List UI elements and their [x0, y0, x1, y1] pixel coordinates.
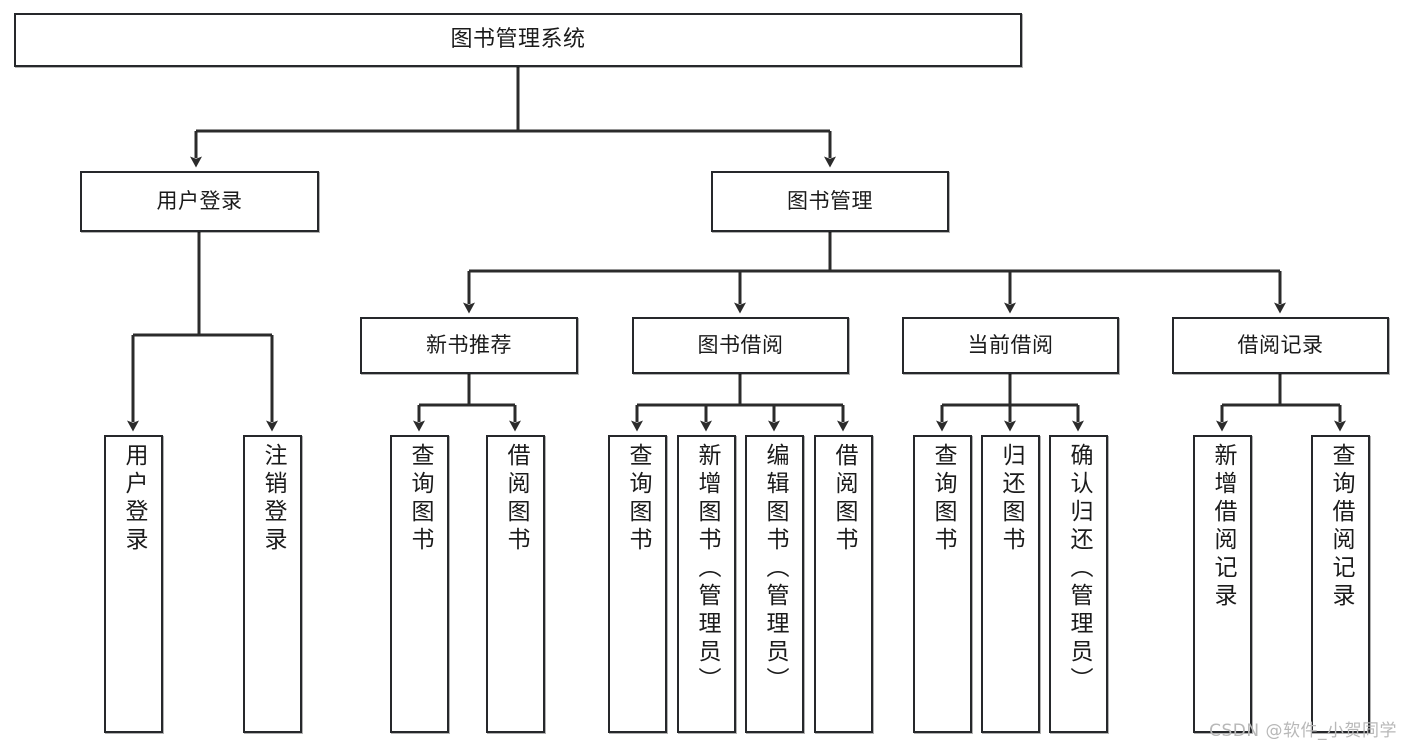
node-current-borrow[interactable]: 当前借阅 [902, 317, 1119, 374]
watermark: CSDN @软件_小贺同学 [1209, 721, 1397, 741]
node-leaf-cb-return-book[interactable]: 归还图书 [981, 435, 1040, 733]
node-book-borrow-label: 图书借阅 [697, 333, 784, 358]
node-leaf-user-login[interactable]: 用户登录 [104, 435, 163, 733]
node-leaf-cb-confirm-return[interactable]: 确认归还（管理员） [1049, 435, 1108, 733]
node-borrow-record-label: 借阅记录 [1237, 333, 1324, 358]
node-leaf-rec-query-book[interactable]: 查询图书 [390, 435, 449, 733]
node-leaf-user-login-label: 用户登录 [121, 443, 147, 555]
node-leaf-user-logout-label: 注销登录 [260, 443, 286, 555]
node-leaf-rec-borrow-book[interactable]: 借阅图书 [486, 435, 545, 733]
node-leaf-cb-query-book[interactable]: 查询图书 [913, 435, 972, 733]
node-leaf-br-add-record-label: 新增借阅记录 [1210, 443, 1236, 611]
node-book-borrow[interactable]: 图书借阅 [632, 317, 849, 374]
node-leaf-br-query-record-label: 查询借阅记录 [1328, 443, 1354, 611]
node-leaf-bb-edit-book[interactable]: 编辑图书（管理员） [745, 435, 804, 733]
node-leaf-user-logout[interactable]: 注销登录 [243, 435, 302, 733]
node-leaf-cb-return-book-label: 归还图书 [998, 443, 1024, 555]
node-leaf-br-query-record[interactable]: 查询借阅记录 [1311, 435, 1370, 733]
node-leaf-bb-borrow-book[interactable]: 借阅图书 [814, 435, 873, 733]
node-leaf-rec-borrow-book-label: 借阅图书 [503, 443, 529, 555]
node-leaf-bb-query-book[interactable]: 查询图书 [608, 435, 667, 733]
node-new-book-rec[interactable]: 新书推荐 [360, 317, 578, 374]
node-book-manage-label: 图书管理 [787, 189, 873, 214]
node-leaf-bb-add-book-label: 新增图书（管理员） [694, 443, 720, 695]
node-leaf-cb-query-book-label: 查询图书 [930, 443, 956, 555]
node-current-borrow-label: 当前借阅 [967, 333, 1054, 358]
node-leaf-cb-confirm-return-label: 确认归还（管理员） [1066, 443, 1092, 695]
node-leaf-bb-edit-book-label: 编辑图书（管理员） [762, 443, 788, 695]
node-leaf-br-add-record[interactable]: 新增借阅记录 [1193, 435, 1252, 733]
node-root[interactable]: 图书管理系统 [14, 13, 1022, 67]
node-leaf-bb-borrow-book-label: 借阅图书 [831, 443, 857, 555]
node-leaf-bb-query-book-label: 查询图书 [625, 443, 651, 555]
node-borrow-record[interactable]: 借阅记录 [1172, 317, 1389, 374]
node-new-book-rec-label: 新书推荐 [426, 333, 512, 358]
node-leaf-bb-add-book[interactable]: 新增图书（管理员） [677, 435, 736, 733]
node-leaf-rec-query-book-label: 查询图书 [407, 443, 433, 555]
node-user-login-label: 用户登录 [156, 189, 243, 214]
node-user-login[interactable]: 用户登录 [80, 171, 319, 232]
node-book-manage[interactable]: 图书管理 [711, 171, 949, 232]
node-root-label: 图书管理系统 [450, 27, 586, 53]
